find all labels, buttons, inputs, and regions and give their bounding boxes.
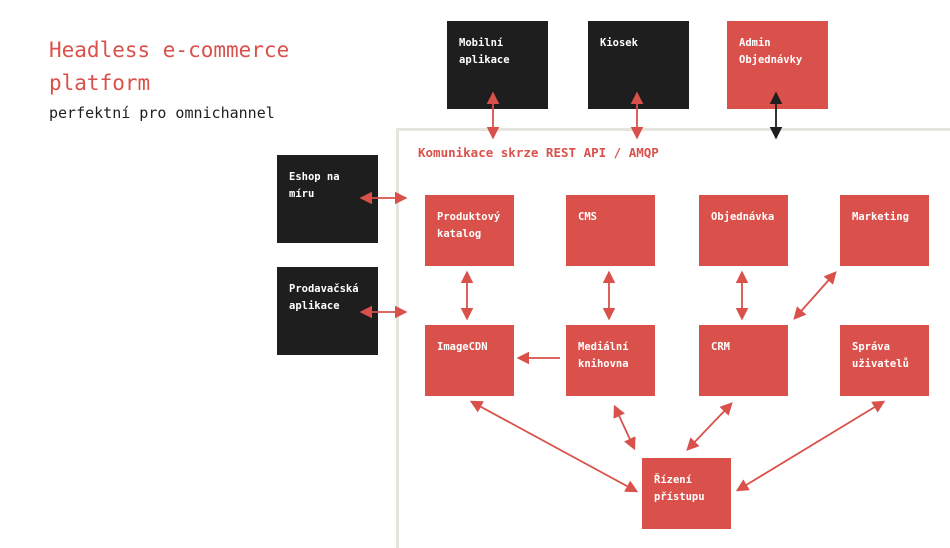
access-control-node: Řízení přístupu — [642, 458, 731, 529]
sales-app-node: Prodavačská aplikace — [277, 267, 378, 355]
platform-frame — [396, 128, 950, 548]
crm-node: CRM — [699, 325, 788, 396]
media-library-node: Mediální knihovna — [566, 325, 655, 396]
page-subtitle: perfektní pro omnichannel — [49, 104, 275, 122]
kiosk-node: Kiosek — [588, 21, 689, 109]
marketing-node: Marketing — [840, 195, 929, 266]
product-catalog-node: Produktový katalog — [425, 195, 514, 266]
page-title: Headless e-commerce platform — [49, 38, 290, 95]
imagecdn-node: ImageCDN — [425, 325, 514, 396]
cms-node: CMS — [566, 195, 655, 266]
order-node: Objednávka — [699, 195, 788, 266]
mobile-app-node: Mobilní aplikace — [447, 21, 548, 109]
custom-eshop-node: Eshop na míru — [277, 155, 378, 243]
admin-orders-node: Admin Objednávky — [727, 21, 828, 109]
platform-label: Komunikace skrze REST API / AMQP — [418, 145, 659, 160]
user-management-node: Správa uživatelů — [840, 325, 929, 396]
